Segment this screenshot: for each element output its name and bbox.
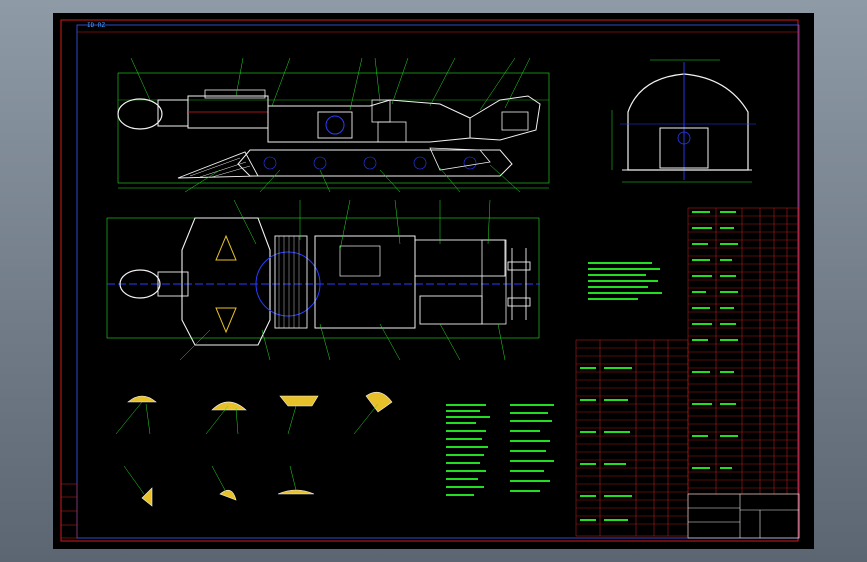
section-details: [127, 391, 393, 507]
approval-stamp: [60, 483, 78, 539]
table-entries: [580, 211, 738, 521]
parts-list-middle: [575, 339, 689, 537]
plan-view: [106, 199, 540, 361]
roadway-section-view: [611, 59, 756, 183]
title-block: [687, 493, 800, 539]
side-elevation-view: [117, 57, 550, 193]
parts-list-right: [687, 207, 800, 495]
inner-border: [76, 24, 800, 539]
outer-border: [60, 19, 799, 542]
technical-notes: [446, 262, 662, 496]
sheet-corner-tag: ID-RZ: [87, 22, 106, 29]
drawing-sheet: [53, 13, 814, 549]
